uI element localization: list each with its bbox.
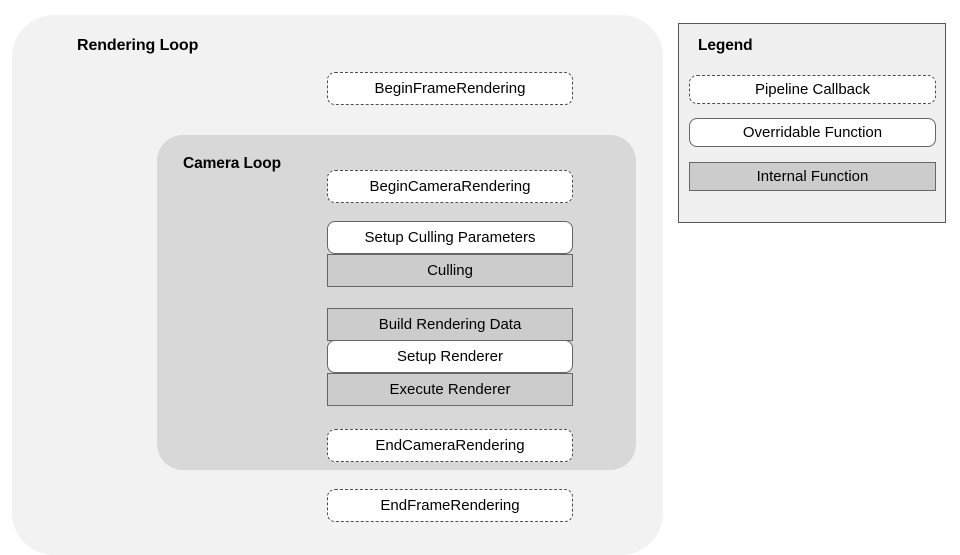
node-setup-culling-parameters[interactable]: Setup Culling Parameters bbox=[327, 221, 573, 254]
node-begin-frame-rendering[interactable]: BeginFrameRendering bbox=[327, 72, 573, 105]
legend-title: Legend bbox=[698, 37, 753, 54]
legend-item-internal-function: Internal Function bbox=[689, 162, 936, 191]
legend-item-pipeline-callback: Pipeline Callback bbox=[689, 75, 936, 104]
legend-item-overridable-function: Overridable Function bbox=[689, 118, 936, 147]
node-build-rendering-data[interactable]: Build Rendering Data bbox=[327, 308, 573, 341]
node-culling[interactable]: Culling bbox=[327, 254, 573, 287]
node-setup-renderer[interactable]: Setup Renderer bbox=[327, 340, 573, 373]
rendering-loop-title: Rendering Loop bbox=[77, 37, 199, 54]
node-end-camera-rendering[interactable]: EndCameraRendering bbox=[327, 429, 573, 462]
node-execute-renderer[interactable]: Execute Renderer bbox=[327, 373, 573, 406]
camera-loop-title: Camera Loop bbox=[183, 155, 281, 172]
node-end-frame-rendering[interactable]: EndFrameRendering bbox=[327, 489, 573, 522]
node-begin-camera-rendering[interactable]: BeginCameraRendering bbox=[327, 170, 573, 203]
legend-panel: Legend Pipeline Callback Overridable Fun… bbox=[678, 23, 946, 223]
